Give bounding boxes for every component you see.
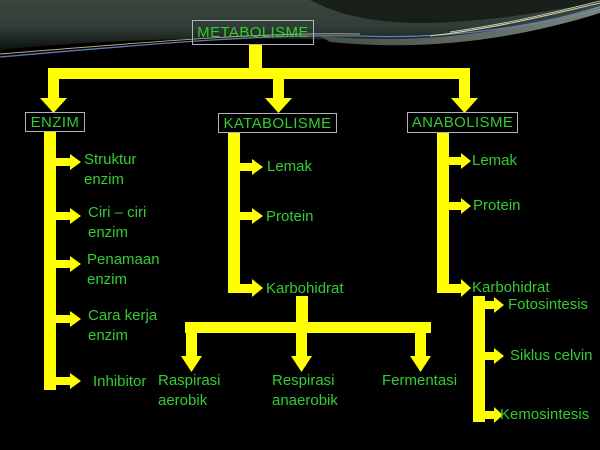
node-anabolisme-label: ANABOLISME <box>411 114 514 131</box>
label-kemosintesis: Kemosintesis <box>500 406 590 423</box>
arrow-respirasi-anaerobik <box>291 333 312 372</box>
label-cara-kerja-enzim: Cara kerja enzim <box>88 307 158 344</box>
label-fotosintesis: Fotosintesis <box>508 296 589 313</box>
node-katabolisme-label: KATABOLISME <box>223 114 332 132</box>
swoosh-sage-band <box>320 6 600 46</box>
arrow-kemosintesis <box>485 407 503 423</box>
label-katabolisme-karbohidrat: Karbohidrat <box>266 280 344 297</box>
arrow-ciri-ciri-enzim <box>56 208 81 224</box>
arrow-siklus-celvin <box>485 348 504 364</box>
arrow-katabolisme-karbohidrat <box>240 279 263 297</box>
arrow-katabolisme-lemak <box>240 159 263 175</box>
arrow-anabolisme-karbohidrat <box>449 279 471 297</box>
arrow-anabolisme-lemak <box>449 153 471 169</box>
node-enzim: ENZIM <box>25 112 85 132</box>
swoosh-white-line <box>449 0 600 33</box>
label-inhibitor: Inhibitor <box>93 373 147 390</box>
label-anabolisme-lemak: Lemak <box>472 152 518 169</box>
label-fermentasi: Fermentasi <box>382 372 458 389</box>
swoosh-gold-line <box>429 2 600 37</box>
label-respirasi-anaerobik: Respirasi anaerobik <box>272 372 338 409</box>
arrow-fermentasi <box>410 333 431 372</box>
node-enzim-label: ENZIM <box>30 113 80 131</box>
label-ciri-ciri-enzim: Ciri – ciri enzim <box>88 204 147 241</box>
arrow-penamaan-enzim <box>56 256 81 272</box>
label-penamaan-enzim: Penamaan enzim <box>87 251 160 288</box>
arrow-raspirasi-aerobik <box>181 333 202 372</box>
node-anabolisme: ANABOLISME <box>407 112 518 133</box>
node-metabolisme-label: METABOLISME <box>197 24 309 41</box>
arrow-anabolisme-protein <box>449 198 471 214</box>
label-katabolisme-protein: Protein <box>266 208 314 225</box>
swoosh-dark-curve <box>310 0 600 23</box>
connector-katabolisme-branch <box>181 133 431 372</box>
connector-root-tree <box>40 45 478 113</box>
swoosh-blue-line <box>0 7 600 58</box>
arrow-to-enzim <box>40 79 67 113</box>
label-struktur-enzim: Struktur enzim <box>84 151 137 188</box>
label-anabolisme-karbohidrat: Karbohidrat <box>472 279 550 296</box>
arrow-fotosintesis <box>485 297 504 313</box>
arrow-struktur-enzim <box>56 154 81 170</box>
arrow-to-anabolisme <box>451 79 478 113</box>
label-anabolisme-protein: Protein <box>473 197 521 214</box>
arrow-katabolisme-protein <box>240 208 263 224</box>
label-raspirasi-aerobik: Raspirasi aerobik <box>158 372 221 409</box>
background-swoosh <box>0 0 600 58</box>
node-katabolisme: KATABOLISME <box>218 113 337 133</box>
arrow-to-katabolisme <box>265 79 292 113</box>
node-metabolisme: METABOLISME <box>192 20 314 45</box>
connector-anabolisme-branch <box>437 133 504 423</box>
arrow-cara-kerja-enzim <box>56 311 81 327</box>
label-katabolisme-lemak: Lemak <box>267 158 313 175</box>
arrow-inhibitor <box>56 373 81 389</box>
label-siklus-celvin: Siklus celvin <box>510 347 593 364</box>
connector-enzim-branch <box>44 131 81 390</box>
swoosh-tan-line <box>0 33 361 55</box>
